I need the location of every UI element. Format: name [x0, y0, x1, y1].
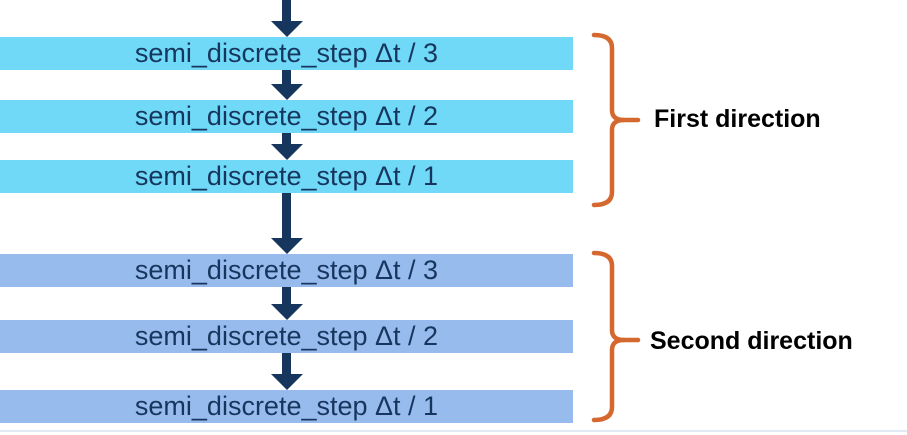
bottom-edge-line: [0, 430, 907, 432]
step-box: semi_discrete_step Δt / 2: [0, 100, 573, 133]
arrow-shaft: [282, 0, 291, 22]
step-box: semi_discrete_step Δt / 1: [0, 160, 573, 193]
arrow-head: [271, 304, 303, 320]
flow-arrow-down-icon: [271, 353, 303, 390]
arrow-head: [271, 374, 303, 390]
flow-arrow-down-icon: [271, 133, 303, 160]
step-label: semi_discrete_step Δt / 3: [134, 38, 439, 68]
flow-arrow-down-icon: [271, 287, 303, 320]
step-label: semi_discrete_step Δt / 2: [134, 101, 439, 131]
arrow-head: [271, 84, 303, 100]
group-label-second-direction: Second direction: [650, 327, 853, 355]
step-box: semi_discrete_step Δt / 2: [0, 320, 573, 353]
arrow-shaft: [282, 133, 291, 145]
group-label-first-direction: First direction: [654, 105, 821, 133]
step-box: semi_discrete_step Δt / 3: [0, 37, 573, 70]
step-box: semi_discrete_step Δt / 1: [0, 390, 573, 423]
arrow-shaft: [282, 353, 291, 375]
arrow-shaft: [282, 193, 291, 239]
flow-arrow-down-icon: [271, 0, 303, 37]
step-label: semi_discrete_step Δt / 3: [134, 255, 439, 285]
arrow-head: [271, 238, 303, 254]
arrow-shaft: [282, 70, 291, 85]
group-brace-icon: [591, 32, 641, 208]
step-label: semi_discrete_step Δt / 1: [134, 161, 439, 191]
arrow-head: [271, 21, 303, 37]
step-label: semi_discrete_step Δt / 1: [134, 391, 439, 421]
step-label: semi_discrete_step Δt / 2: [134, 321, 439, 351]
flow-arrow-down-icon: [271, 193, 303, 254]
step-box: semi_discrete_step Δt / 3: [0, 254, 573, 287]
arrow-head: [271, 144, 303, 160]
flow-arrow-down-icon: [271, 70, 303, 100]
group-brace-icon: [591, 250, 641, 423]
arrow-shaft: [282, 287, 291, 305]
